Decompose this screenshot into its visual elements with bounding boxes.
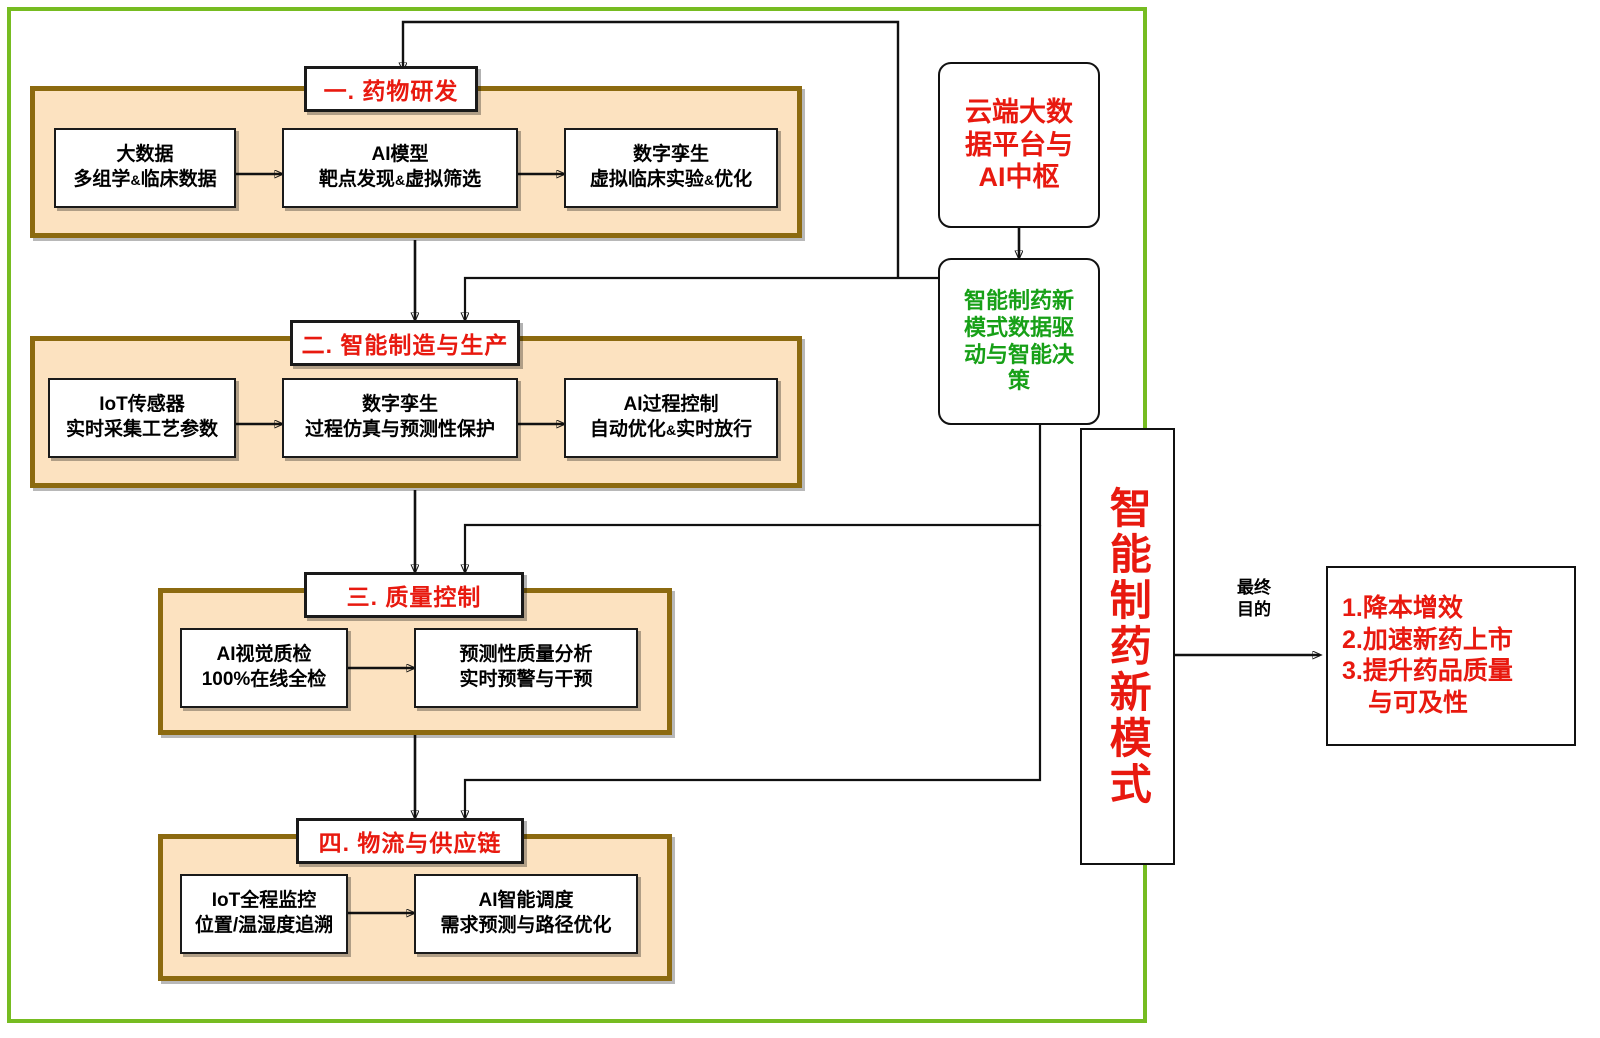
cloud-line-3: AI中枢 — [978, 162, 1060, 193]
node-subtitle: 多组学&临床数据 — [73, 169, 217, 190]
node-subtitle: 需求预测与路径优化 — [440, 915, 612, 936]
final-purpose-label: 最终 目的 — [1208, 577, 1300, 621]
node-title: IoT传感器 — [99, 394, 185, 416]
node-title: AI模型 — [371, 144, 429, 166]
final-goals-box: 1.降本增效 2.加速新药上市 3.提升药品质量 与可及性 — [1326, 566, 1576, 746]
stage1-node-1: 大数据 多组学&临床数据 — [54, 128, 236, 208]
goal-item-1: 1.降本增效 — [1342, 594, 1463, 622]
goal-item-3-cont: 与可及性 — [1368, 688, 1469, 717]
node-subtitle: 过程仿真与预测性保护 — [304, 419, 495, 440]
stage3-node-1: AI视觉质检 100%在线全检 — [180, 628, 348, 708]
stage1-node-3: 数字孪生 虚拟临床实验&优化 — [564, 128, 778, 208]
node-subtitle: 位置/温湿度追溯 — [194, 915, 334, 936]
decision-line-2: 模式数据驱 — [963, 314, 1074, 340]
decision-line-1: 智能制药新 — [963, 287, 1074, 313]
final-purpose-line2: 目的 — [1237, 600, 1271, 620]
stage4-node-2: AI智能调度 需求预测与路径优化 — [414, 874, 638, 954]
stage-title-2: 二. 智能制造与生产 — [290, 320, 520, 366]
stage-title-3: 三. 质量控制 — [304, 572, 524, 618]
node-subtitle: 靶点发现&虚拟筛选 — [318, 169, 482, 190]
cloud-line-1: 云端大数 — [965, 96, 1073, 127]
node-title: 预测性质量分析 — [459, 644, 593, 666]
node-title: AI视觉质检 — [216, 644, 312, 666]
stage2-node-2: 数字孪生 过程仿真与预测性保护 — [282, 378, 518, 458]
stage1-node-2: AI模型 靶点发现&虚拟筛选 — [282, 128, 518, 208]
decision-line-3: 动与智能决 — [963, 341, 1074, 367]
node-title: AI智能调度 — [478, 890, 574, 912]
cloud-platform-box: 云端大数 据平台与 AI中枢 — [938, 62, 1100, 228]
decision-engine-box: 智能制药新 模式数据驱 动与智能决 策 — [938, 258, 1100, 425]
decision-line-4: 策 — [1007, 368, 1030, 394]
node-title: 数字孪生 — [632, 144, 709, 166]
cloud-line-2: 据平台与 — [965, 129, 1073, 160]
node-title: 大数据 — [116, 144, 174, 166]
node-subtitle: 虚拟临床实验&优化 — [589, 169, 753, 190]
node-title: AI过程控制 — [623, 394, 719, 416]
node-subtitle: 实时预警与干预 — [459, 669, 593, 690]
node-subtitle: 实时采集工艺参数 — [65, 419, 218, 440]
node-subtitle: 100%在线全检 — [201, 669, 327, 690]
final-purpose-line1: 最终 — [1237, 578, 1271, 597]
node-title: 数字孪生 — [361, 394, 438, 416]
stage2-node-3: AI过程控制 自动优化&实时放行 — [564, 378, 778, 458]
goal-item-3: 3.提升药品质量 — [1342, 657, 1513, 685]
stage-title-1: 一. 药物研发 — [304, 66, 478, 112]
node-subtitle: 自动优化&实时放行 — [589, 419, 753, 440]
stage4-node-1: IoT全程监控 位置/温湿度追溯 — [180, 874, 348, 954]
stage-title-4: 四. 物流与供应链 — [296, 818, 524, 864]
goal-item-2: 2.加速新药上市 — [1342, 625, 1513, 654]
node-title: IoT全程监控 — [211, 890, 317, 912]
stage2-node-1: IoT传感器 实时采集工艺参数 — [48, 378, 236, 458]
stage3-node-2: 预测性质量分析 实时预警与干预 — [414, 628, 638, 708]
slogan-vertical-box: 智能制药新模式 — [1080, 428, 1175, 865]
